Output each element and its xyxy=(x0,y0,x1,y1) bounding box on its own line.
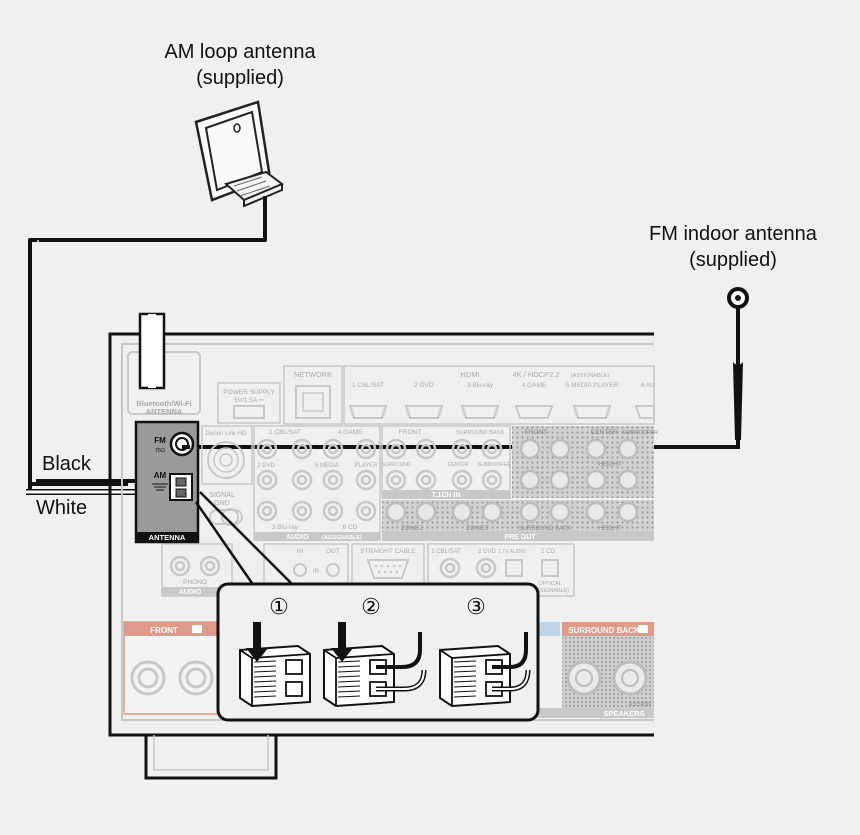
hdmi-in-4: 4 GAME xyxy=(522,382,547,389)
am-connection-callout: ① ② ③ xyxy=(194,491,540,722)
pre-subwoofer: SUBWOOFER xyxy=(622,430,658,436)
optical-cd-label: 2 CD xyxy=(541,549,555,555)
pre-height-2: HEIGHT xyxy=(599,526,622,532)
hdmi-title: HDMI xyxy=(460,370,479,379)
receiver-rear-panel: Bluetooth/Wi-Fi ANTENNA POWER SUPPLY 5V/… xyxy=(108,312,658,780)
pre-surround-back: SURROUND BACK xyxy=(519,526,572,532)
bt-label-line1: Bluetooth/Wi-Fi xyxy=(136,399,191,408)
mc-center: CENTER xyxy=(448,462,469,468)
ir-out-label: OUT xyxy=(326,548,340,555)
speakers-label: SPEAKERS xyxy=(603,709,644,718)
step-1-terminal-icon xyxy=(239,622,311,708)
denon-link-label: Denon Link HD xyxy=(206,431,247,437)
hdmi-in-5: 5 MEDIA PLAYER xyxy=(566,382,619,389)
step-1-label: ① xyxy=(269,594,289,619)
step-2-terminal-icon xyxy=(323,622,427,708)
speaker-terminals: FRONT SURROUND BACK ASSIGN SPEAKERS xyxy=(123,621,654,718)
white-wire-label: White xyxy=(36,497,87,519)
ir-label: IR xyxy=(313,568,320,575)
phono-label: PHONO xyxy=(183,579,207,586)
pre-center: CENTER xyxy=(591,429,618,436)
phono-audio-label: AUDIO xyxy=(179,589,202,596)
pre-height: HEIGHT xyxy=(599,462,622,468)
pre-zone2: ZONE2 xyxy=(401,525,423,532)
usb-power-port: POWER SUPPLY 5V/1.5A ⎓ xyxy=(217,382,281,424)
audio-mid-2: 5 MEDIA xyxy=(315,463,339,469)
push-arrow-icon xyxy=(246,622,268,662)
step-2-label: ② xyxy=(361,594,381,619)
fm-ohm-label: 75Ω xyxy=(155,448,165,454)
step-3-label: ③ xyxy=(466,594,486,619)
optical-label: OPTICAL xyxy=(538,581,562,587)
mc-label: 7.1CH IN xyxy=(432,492,461,499)
straight-cable-label: STRAIGHT CABLE xyxy=(360,548,417,555)
bt-label-line2: ANTENNA xyxy=(146,407,183,416)
power-label-2: 5V/1.5A ⎓ xyxy=(234,397,264,404)
audio-mid-1: 2 DVD xyxy=(257,463,275,469)
step-3-terminal-icon xyxy=(439,632,531,708)
hdmi-in-3: 3 Blu-ray xyxy=(467,382,494,389)
fm-antenna-subtitle: (supplied) xyxy=(689,249,777,271)
coax-dvd-label: 2 DVD xyxy=(478,549,496,555)
hdmi-inputs: HDMI 4K / HDCP2.2 (ASSIGNABLE) 1 CBL/SAT… xyxy=(343,365,655,425)
am-antenna-title: AM loop antenna xyxy=(164,41,316,63)
fm-indoor-antenna-icon xyxy=(180,287,749,449)
multichannel-input: FRONT SURROUND BACK SURROUND CENTER SUBW… xyxy=(381,425,511,499)
antenna-label: ANTENNA xyxy=(149,533,186,542)
fm-antenna-title: FM indoor antenna xyxy=(649,223,818,245)
denon-link-port: Denon Link HD xyxy=(201,425,253,485)
am-terminal-label: AM xyxy=(154,471,167,480)
network-label: NETWORK xyxy=(294,370,332,379)
fm-terminal-label: FM xyxy=(154,436,166,445)
hdmi-spec: 4K / HDCP2.2 xyxy=(512,370,559,379)
signal-gnd-2: GND xyxy=(214,500,230,507)
mc-front: FRONT xyxy=(399,429,421,436)
push-arrow-icon xyxy=(331,622,353,662)
audio-bottom-2: 6 CD xyxy=(343,524,358,531)
bluetooth-wifi-antenna: Bluetooth/Wi-Fi ANTENNA xyxy=(127,312,201,416)
coax-cbl-label: 1 CBL/SAT xyxy=(431,549,461,555)
speaker-assign-label: ASSIGN xyxy=(629,702,652,708)
pre-front: FRONT xyxy=(525,429,547,436)
pre-zone3: ZONE3 xyxy=(466,525,488,532)
signal-ground-terminal: SIGNAL GND xyxy=(209,492,243,526)
pre-out-block: FRONT CENTER SUBWOOFER HEIGHT ZONE2 ZONE… xyxy=(382,426,658,541)
audio-assignable: (ASSIGNABLE) xyxy=(322,535,362,541)
optical-tv-label: 1 TV AUDIO xyxy=(498,549,526,555)
mc-subwoofer: SUBWOOFER xyxy=(478,462,511,468)
audio-inputs: 1 CBL/SAT 4 GAME 2 DVD 5 MEDIA PLAYER 3 … xyxy=(253,425,381,541)
power-label-1: POWER SUPPLY xyxy=(223,389,275,396)
signal-gnd-1: SIGNAL xyxy=(209,492,235,499)
hdmi-in-1: 1 CBL/SAT xyxy=(352,382,384,389)
audio-bottom-1: 3 Blu-ray xyxy=(272,524,299,531)
audio-mid-3: PLAYER xyxy=(354,463,378,469)
mc-surround-back: SURROUND BACK xyxy=(456,430,505,436)
audio-top-1: 1 CBL/SAT xyxy=(269,429,301,436)
black-wire-label: Black xyxy=(42,453,92,475)
hdmi-in-2: 2 DVD xyxy=(414,382,433,389)
lower-connector-row: PHONO AUDIO IN OUT IR STRAIGHT CABLE 1 C… xyxy=(161,543,575,597)
am-loop-antenna-icon xyxy=(194,100,284,208)
ir-in-label: IN xyxy=(297,548,304,555)
hdmi-assignable: (ASSIGNABLE) xyxy=(571,373,610,379)
antenna-terminal-block: ANTENNA FM 75Ω AM xyxy=(134,420,200,544)
speaker-front-label: FRONT xyxy=(150,626,178,635)
mc-surround: SURROUND xyxy=(382,462,411,468)
digital-assignable: (ASSIGNABLE) xyxy=(531,588,570,594)
audio-top-2: 4 GAME xyxy=(338,429,363,436)
hdmi-in-6: 6 AU xyxy=(641,382,655,389)
speaker-surround-back-label: SURROUND BACK xyxy=(568,626,640,635)
network-port: NETWORK xyxy=(283,365,343,425)
pre-out-label: PRE OUT xyxy=(504,534,536,541)
am-antenna-subtitle: (supplied) xyxy=(196,67,284,89)
audio-label: AUDIO xyxy=(286,534,309,541)
